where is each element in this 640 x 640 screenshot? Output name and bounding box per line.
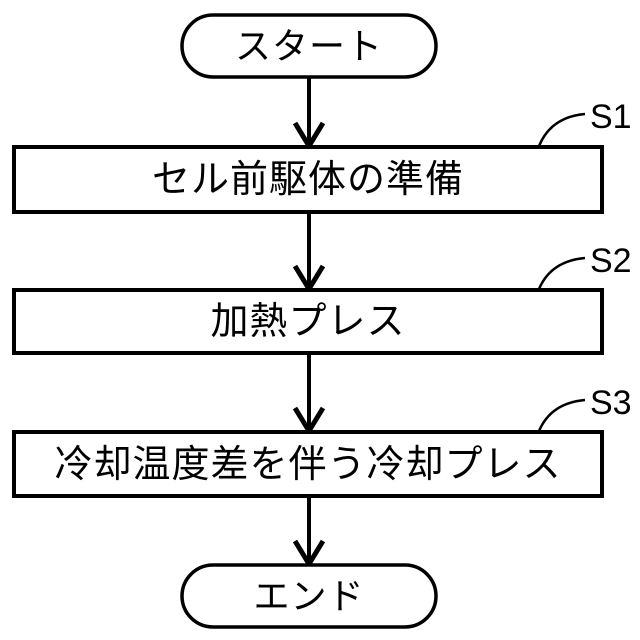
step3-id-label: S3 (590, 384, 632, 422)
step3-node: 冷却温度差を伴う冷却プレス S3 (12, 384, 632, 498)
start-node: スタート (180, 13, 438, 79)
step2-label: 加熱プレス (210, 301, 405, 343)
step1-leader-line (537, 112, 586, 147)
step1-node: セル前駆体の準備 S1 (12, 98, 632, 214)
step3-label: 冷却温度差を伴う冷却プレス (54, 444, 561, 486)
step1-id-label: S1 (590, 98, 632, 136)
step2-id-label: S2 (590, 242, 632, 280)
end-node-shape (180, 563, 438, 629)
step2-leader-line (537, 256, 586, 290)
step3-leader-line (537, 398, 586, 432)
arrow-step3-to-end (292, 496, 326, 569)
step2-node: 加熱プレス S2 (12, 242, 632, 355)
step1-label: セル前駆体の準備 (152, 159, 464, 201)
arrow-step1-to-step2 (292, 212, 326, 294)
end-node-label: エンド (253, 576, 364, 617)
end-node: エンド (180, 563, 438, 629)
step1-box (12, 145, 604, 214)
arrow-step2-to-step3 (292, 353, 326, 436)
arrow-start-to-step1 (292, 77, 326, 151)
step2-box (12, 288, 604, 355)
start-node-label: スタート (235, 26, 383, 67)
